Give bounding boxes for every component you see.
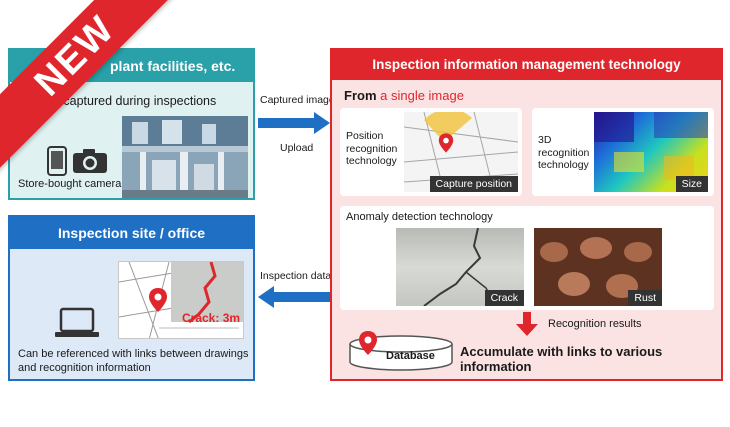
database-icon: [346, 334, 456, 377]
inspection-site-panel: Inspection site / office Crack: 3m Can b…: [8, 215, 255, 381]
3d-heatmap-image: Size: [594, 112, 708, 192]
3d-recognition-card: 3D recognition technology Size: [532, 108, 714, 196]
database-label: Database: [386, 350, 435, 362]
drawing-with-crack-map: [118, 261, 244, 339]
position-recognition-card: Position recognition technology Capture …: [340, 108, 522, 196]
position-recognition-label: Position recognition technology: [346, 130, 398, 167]
location-pin-icon: [148, 287, 168, 318]
camera-icon: [72, 148, 108, 179]
crack-tag: Crack: [484, 290, 524, 306]
from-prefix: From: [344, 88, 381, 103]
inspection-info-header: Inspection information management techno…: [332, 50, 721, 80]
plant-facility-photo: [122, 116, 248, 198]
3d-recognition-label: 3D recognition technology: [538, 134, 590, 171]
inspection-data-label: Inspection data: [260, 270, 332, 282]
smartphone-icon: [46, 146, 68, 181]
rust-photo: Rust: [534, 228, 662, 306]
size-tag: Size: [675, 176, 708, 192]
accumulate-text: Accumulate with links to various informa…: [460, 344, 663, 374]
location-pin-icon: [438, 132, 454, 159]
store-bought-camera-caption: Store-bought camera: [18, 178, 122, 190]
inspection-info-panel: Inspection information management techno…: [330, 48, 723, 381]
right-arrow-icon: [258, 112, 330, 139]
rust-tag: Rust: [628, 290, 662, 306]
upload-label: Upload: [280, 142, 314, 154]
down-arrow-icon: [516, 312, 538, 341]
capture-position-tag: Capture position: [429, 176, 518, 192]
inspection-site-header: Inspection site / office: [10, 217, 253, 249]
from-single-image-heading: From a single image: [344, 88, 464, 103]
position-map-image: Capture position: [404, 112, 518, 192]
plant-facilities-subtitle: ge captured during inspections: [46, 94, 217, 108]
crack-photo: Crack: [396, 228, 524, 306]
crack-measurement-label: Crack: 3m: [182, 311, 241, 325]
anomaly-detection-title: Anomaly detection technology: [346, 211, 493, 223]
single-image-highlight: a single image: [380, 88, 464, 103]
left-arrow-icon: [258, 286, 330, 313]
recognition-results-label: Recognition results: [548, 318, 642, 330]
laptop-icon: [54, 307, 100, 344]
anomaly-detection-card: Anomaly detection technology Crack Rust: [340, 206, 714, 310]
captured-image-label: Captured image: [260, 94, 335, 106]
location-pin-icon: [358, 330, 378, 361]
inspection-site-caption: Can be referenced with links between dra…: [18, 348, 249, 374]
